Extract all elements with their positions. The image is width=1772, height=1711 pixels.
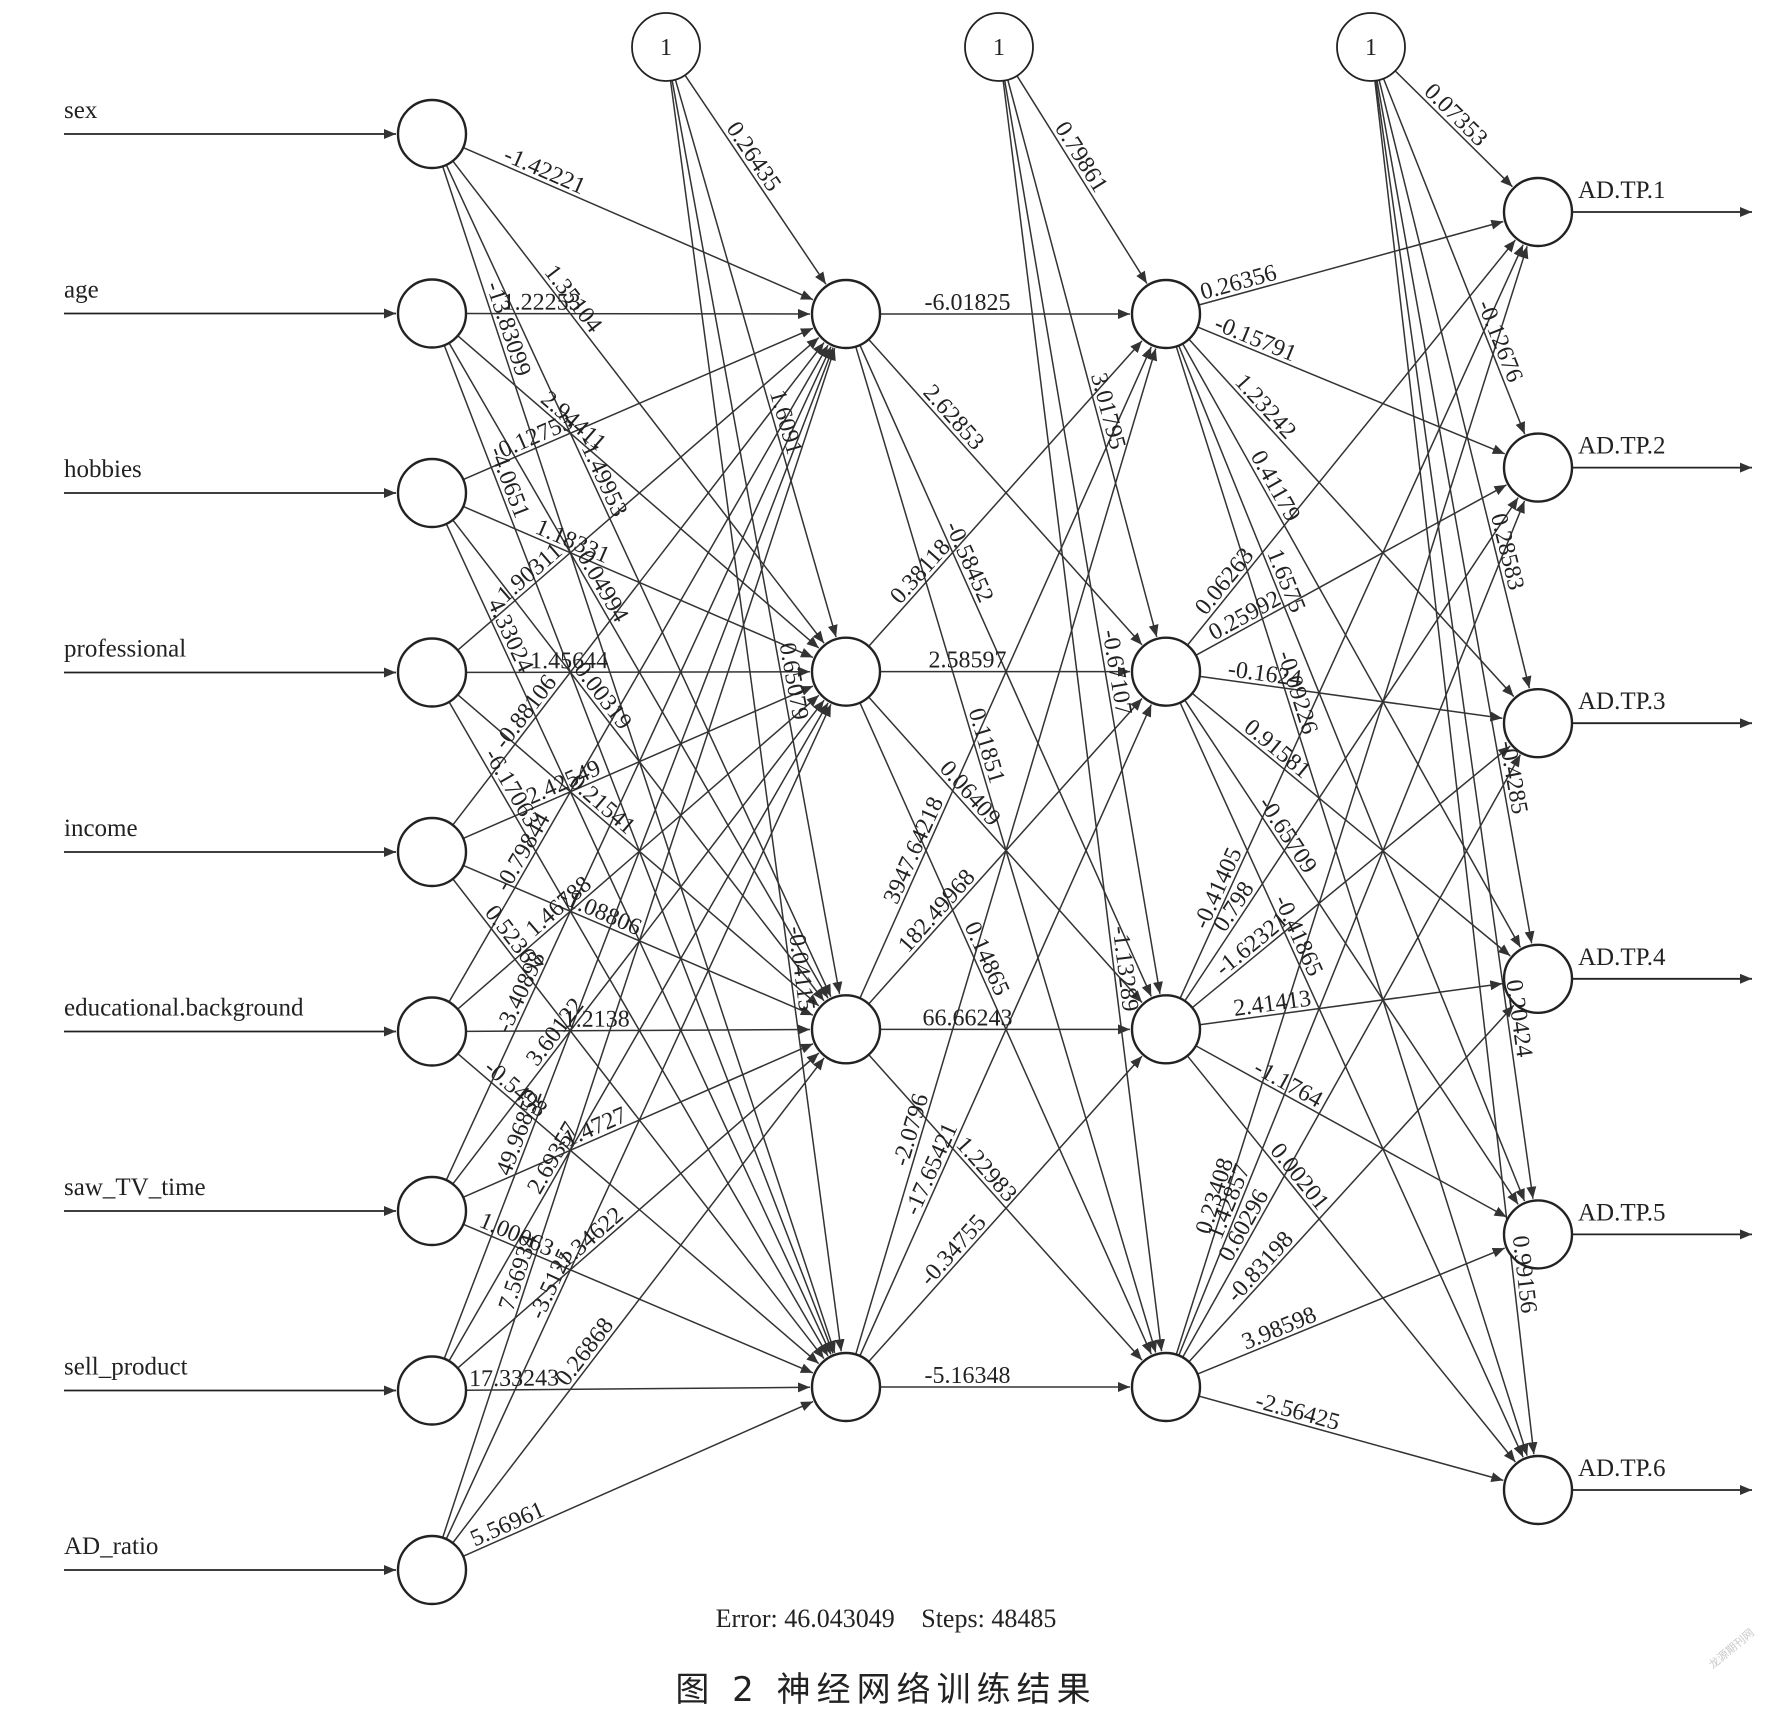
weight-label: -0.04115 bbox=[782, 925, 819, 1013]
weight-label: -0.65709 bbox=[1253, 792, 1322, 878]
weight-label: 0.26356 bbox=[1197, 260, 1279, 306]
bias-label: 1 bbox=[993, 35, 1005, 61]
hidden1-neuron bbox=[812, 1353, 880, 1421]
input-neuron bbox=[398, 280, 466, 348]
edge-bias-hidden1 bbox=[672, 80, 839, 993]
weight-label: 0.12753 bbox=[495, 409, 577, 464]
input-label: saw_TV_time bbox=[64, 1174, 206, 1201]
input-neuron bbox=[398, 639, 466, 707]
edge-bias-hidden2 bbox=[1005, 81, 1160, 994]
weight-label: 1.22983 bbox=[951, 1132, 1022, 1207]
weight-label: 2.58597 bbox=[929, 648, 1007, 674]
weight-label: -3.40898 bbox=[491, 948, 551, 1037]
figure-caption: 图 2 神经网络训练结果 bbox=[0, 1662, 1772, 1711]
weight-label-layer: -1.422211.35104-1.49953-13.830991.222532… bbox=[467, 79, 1542, 1553]
input-neuron bbox=[398, 1177, 466, 1245]
weight-label: -5.16348 bbox=[925, 1363, 1011, 1389]
input-neuron bbox=[398, 998, 466, 1066]
output-label: AD.TP.3 bbox=[1578, 688, 1666, 715]
edge-bias-hidden2 bbox=[1003, 81, 1161, 1352]
weight-label: 1.22253 bbox=[503, 290, 581, 316]
error-value: Error: 46.043049 bbox=[716, 1604, 895, 1633]
weight-label: 0.79861 bbox=[1049, 117, 1112, 197]
weight-label: 0.07353 bbox=[1419, 79, 1493, 152]
weight-label: 66.66243 bbox=[923, 1005, 1013, 1031]
weight-label: 17.33243 bbox=[469, 1365, 559, 1392]
weight-label: 0.38118 bbox=[885, 534, 956, 609]
weight-label: 2.62853 bbox=[918, 380, 989, 455]
input-label: professional bbox=[64, 636, 186, 663]
input-label: AD_ratio bbox=[64, 1533, 158, 1560]
weight-label: -1.13289 bbox=[1107, 925, 1143, 1014]
input-neuron bbox=[398, 1357, 466, 1425]
training-summary: Error: 46.043049 Steps: 48485 bbox=[0, 1604, 1772, 1634]
hidden2-neuron bbox=[1132, 280, 1200, 348]
output-neuron bbox=[1504, 178, 1572, 246]
input-label: sex bbox=[64, 97, 98, 124]
output-neuron bbox=[1504, 1456, 1572, 1524]
edge-layer bbox=[64, 71, 1752, 1570]
output-label: AD.TP.5 bbox=[1578, 1199, 1666, 1226]
weight-label: -0.12676 bbox=[1472, 296, 1528, 386]
hidden2-neuron bbox=[1132, 638, 1200, 706]
hidden1-neuron bbox=[812, 280, 880, 348]
weight-label: -0.34755 bbox=[915, 1210, 992, 1291]
bias-label: 1 bbox=[1365, 35, 1377, 61]
weight-label: 5.56961 bbox=[467, 1497, 549, 1552]
weight-label: 0.26868 bbox=[551, 1313, 619, 1391]
output-neuron bbox=[1504, 434, 1572, 502]
bias-label: 1 bbox=[660, 35, 672, 61]
weight-label: -0.15791 bbox=[1211, 311, 1300, 368]
weight-label: -0.58452 bbox=[940, 517, 999, 606]
output-label: AD.TP.1 bbox=[1578, 177, 1666, 204]
weight-label: 2.41413 bbox=[1232, 986, 1313, 1022]
weight-label: 1.6091 bbox=[764, 387, 807, 458]
weight-label: 1.23242 bbox=[1229, 369, 1301, 444]
weight-label: -0.88106 bbox=[489, 670, 562, 754]
weight-label: 1.90311 bbox=[492, 538, 567, 608]
edge-hidden2-output bbox=[1180, 703, 1523, 1458]
steps-value: Steps: 48485 bbox=[921, 1604, 1056, 1633]
output-label: AD.TP.4 bbox=[1578, 944, 1666, 971]
weight-label: -6.01825 bbox=[925, 290, 1011, 316]
weight-label: -1.1764 bbox=[1249, 1055, 1326, 1113]
edge-hidden2-output bbox=[1183, 755, 1521, 1358]
weight-label: -1.42221 bbox=[500, 142, 589, 200]
weight-label: 0.65079 bbox=[774, 641, 814, 722]
input-neuron bbox=[398, 459, 466, 527]
edge-input-hidden1 bbox=[446, 704, 831, 1539]
input-neuron bbox=[398, 1536, 466, 1604]
input-label: sell_product bbox=[64, 1354, 188, 1381]
edge-hidden2-output bbox=[1199, 1396, 1504, 1480]
hidden1-neuron bbox=[812, 995, 880, 1063]
output-label: AD.TP.6 bbox=[1578, 1455, 1666, 1482]
input-neuron bbox=[398, 100, 466, 168]
weight-label: 3.98598 bbox=[1238, 1302, 1320, 1356]
weight-label: 3.01795 bbox=[1085, 370, 1130, 452]
input-label: age bbox=[64, 277, 99, 304]
weight-label: -2.56425 bbox=[1253, 1388, 1343, 1436]
weight-label: 0.14865 bbox=[959, 918, 1015, 1000]
input-neuron bbox=[398, 818, 466, 886]
input-label: educational.background bbox=[64, 995, 304, 1022]
input-label: income bbox=[64, 815, 138, 842]
weight-label: 0.26435 bbox=[721, 117, 786, 196]
output-label: AD.TP.2 bbox=[1578, 433, 1666, 460]
hidden1-neuron bbox=[812, 638, 880, 706]
input-label: hobbies bbox=[64, 456, 142, 483]
hidden2-neuron bbox=[1132, 1353, 1200, 1421]
